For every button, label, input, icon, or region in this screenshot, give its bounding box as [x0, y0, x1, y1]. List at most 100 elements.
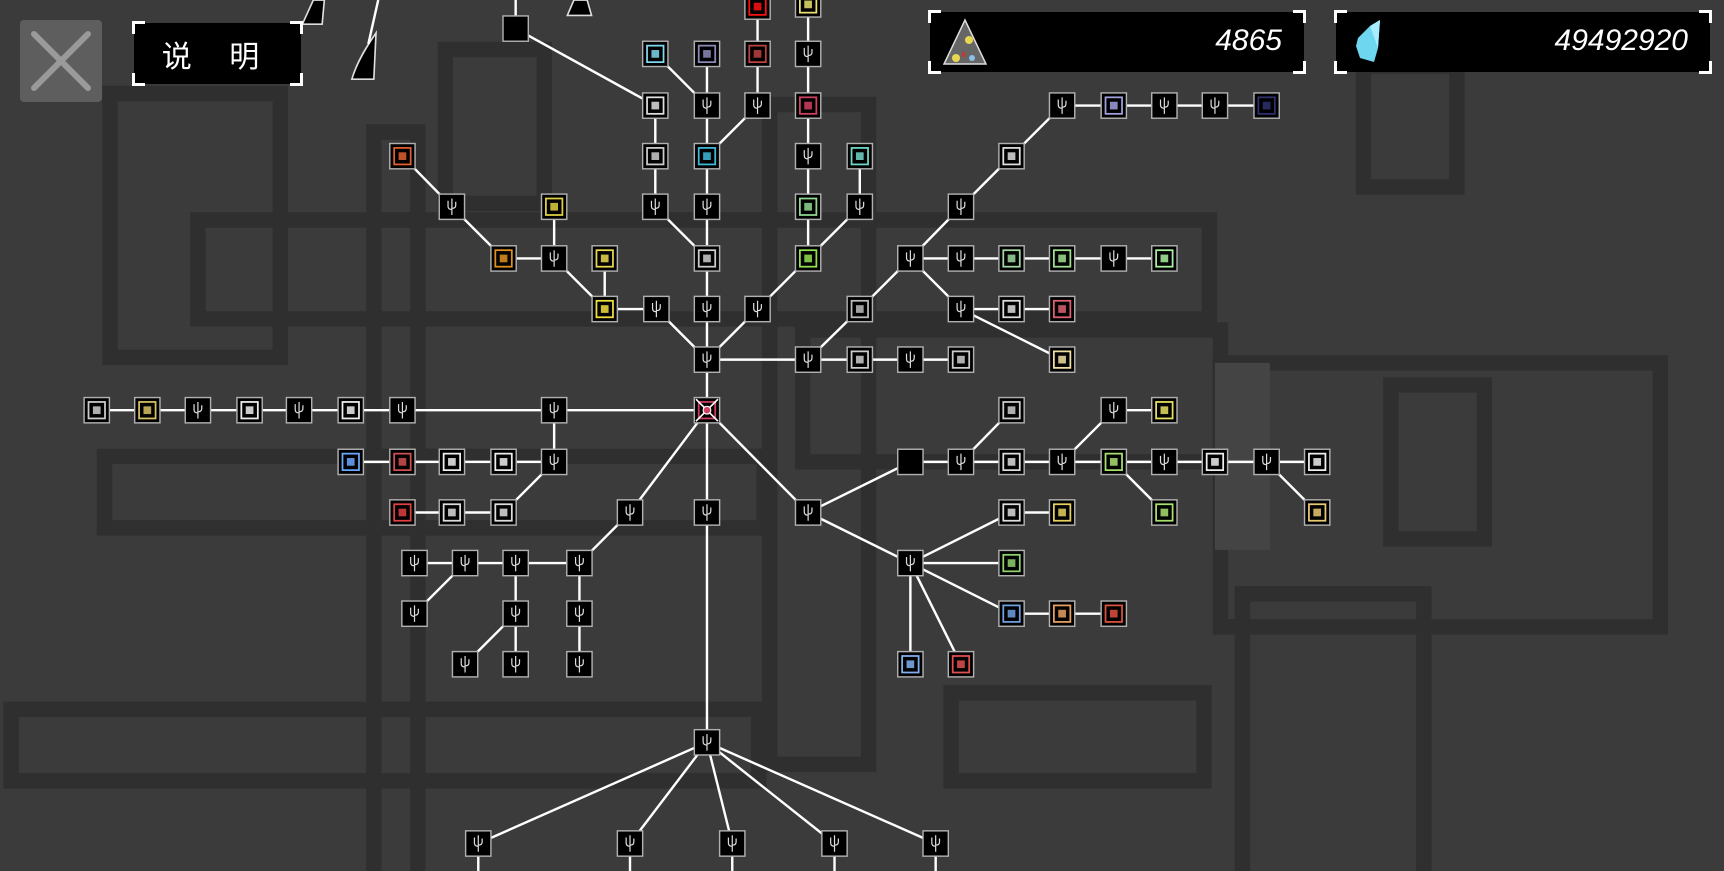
- tech-node[interactable]: [641, 193, 669, 221]
- tech-node[interactable]: [693, 245, 721, 272]
- tech-node[interactable]: [794, 346, 822, 373]
- tech-node[interactable]: [1201, 92, 1229, 119]
- tech-node[interactable]: [591, 245, 619, 272]
- tech-node[interactable]: [998, 142, 1025, 170]
- tech-node[interactable]: [794, 40, 822, 68]
- tech-node[interactable]: [285, 396, 313, 424]
- tech-node[interactable]: [464, 830, 492, 857]
- tech-node[interactable]: [641, 92, 669, 119]
- tech-node[interactable]: [1048, 346, 1076, 373]
- tech-node[interactable]: [897, 448, 924, 476]
- tech-node[interactable]: [1253, 92, 1280, 119]
- tech-node[interactable]: [1253, 448, 1280, 476]
- tech-node[interactable]: [794, 92, 822, 119]
- tech-node[interactable]: [641, 142, 669, 170]
- tech-node[interactable]: [794, 499, 822, 526]
- tech-node[interactable]: [693, 295, 721, 323]
- tech-node[interactable]: [540, 396, 568, 424]
- tech-node[interactable]: [389, 499, 416, 526]
- tech-node[interactable]: [718, 830, 746, 857]
- tech-node[interactable]: [947, 650, 975, 678]
- tech-node[interactable]: [438, 499, 466, 526]
- tech-node[interactable]: [337, 396, 365, 424]
- tech-node[interactable]: [897, 346, 924, 373]
- tech-node[interactable]: [337, 448, 365, 476]
- tech-node[interactable]: [1048, 295, 1076, 323]
- tech-node[interactable]: [897, 650, 924, 678]
- tech-node[interactable]: [401, 600, 428, 628]
- tech-node[interactable]: [490, 448, 517, 476]
- tech-node[interactable]: [236, 396, 263, 424]
- tech-node[interactable]: [1201, 448, 1229, 476]
- tech-node[interactable]: [744, 92, 771, 119]
- tech-node[interactable]: [693, 728, 721, 756]
- tech-node[interactable]: [1048, 92, 1076, 119]
- tech-node[interactable]: [133, 396, 161, 424]
- tech-node[interactable]: [947, 193, 975, 221]
- tech-node[interactable]: [1151, 499, 1178, 526]
- tech-node[interactable]: [1048, 448, 1076, 476]
- tech-node[interactable]: [616, 830, 644, 857]
- tech-node[interactable]: [846, 346, 874, 373]
- close-button[interactable]: [20, 20, 102, 102]
- tech-node[interactable]: [389, 448, 416, 476]
- tech-node[interactable]: [998, 396, 1025, 424]
- tech-node[interactable]: [693, 346, 721, 373]
- help-button[interactable]: 说 明: [132, 21, 303, 86]
- tech-node[interactable]: [794, 0, 822, 18]
- tech-node[interactable]: [184, 396, 212, 424]
- tech-node[interactable]: [641, 40, 669, 68]
- tech-node[interactable]: [1303, 448, 1331, 476]
- tech-node[interactable]: [947, 295, 975, 323]
- tech-node[interactable]: [540, 193, 568, 221]
- tech-node[interactable]: [540, 448, 568, 476]
- tech-node[interactable]: [998, 295, 1025, 323]
- tech-node[interactable]: [616, 499, 644, 526]
- tech-node[interactable]: [389, 396, 416, 424]
- tech-node[interactable]: [643, 295, 670, 323]
- tech-node[interactable]: [438, 448, 466, 476]
- tech-node[interactable]: [922, 830, 950, 857]
- tech-node[interactable]: [998, 448, 1025, 476]
- tech-node[interactable]: [502, 600, 530, 628]
- tech-node[interactable]: [566, 650, 593, 678]
- tech-node[interactable]: [1100, 600, 1128, 628]
- tech-node[interactable]: [502, 549, 530, 577]
- tech-node[interactable]: [591, 295, 619, 323]
- tech-node[interactable]: [1048, 600, 1076, 628]
- tech-node[interactable]: [693, 142, 721, 170]
- tech-node[interactable]: [897, 245, 924, 272]
- tech-node[interactable]: [566, 549, 593, 577]
- tech-node[interactable]: [1100, 396, 1128, 424]
- tech-node[interactable]: [451, 650, 479, 678]
- tech-node[interactable]: [998, 245, 1025, 272]
- tech-node[interactable]: [83, 396, 111, 424]
- tech-node[interactable]: [438, 193, 466, 221]
- tech-node[interactable]: [947, 346, 975, 373]
- tech-node[interactable]: [947, 448, 975, 476]
- tech-node[interactable]: [947, 245, 975, 272]
- tech-node[interactable]: [794, 142, 822, 170]
- tech-node[interactable]: [1100, 448, 1128, 476]
- tech-node[interactable]: [846, 295, 874, 323]
- tech-node[interactable]: [1151, 448, 1178, 476]
- tech-node[interactable]: [451, 549, 479, 577]
- tech-node[interactable]: [693, 92, 721, 119]
- tech-node[interactable]: [693, 499, 721, 526]
- tech-node[interactable]: [1151, 245, 1178, 272]
- tech-node[interactable]: [566, 600, 593, 628]
- tech-node[interactable]: [794, 193, 822, 221]
- tech-node[interactable]: [744, 40, 771, 68]
- tech-node[interactable]: [998, 600, 1025, 628]
- tech-node[interactable]: [1100, 245, 1128, 272]
- tech-node[interactable]: [846, 142, 874, 170]
- tech-node[interactable]: [744, 0, 771, 20]
- tech-node[interactable]: [897, 549, 924, 577]
- tech-node[interactable]: [998, 549, 1025, 577]
- tech-node[interactable]: [1151, 92, 1178, 119]
- tech-node[interactable]: [821, 830, 848, 857]
- tech-node[interactable]: [998, 499, 1025, 526]
- tech-node[interactable]: [1048, 499, 1076, 526]
- tech-node[interactable]: [490, 499, 517, 526]
